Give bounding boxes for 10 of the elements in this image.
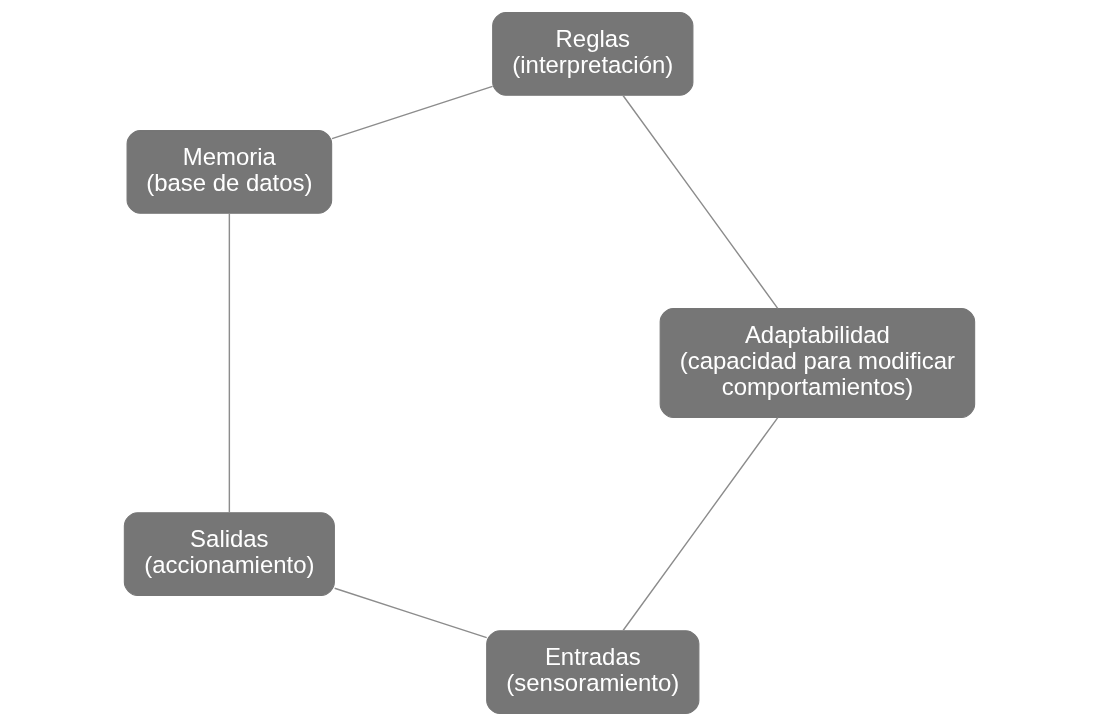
connector xyxy=(330,85,493,140)
node-box: Memoria (base de datos) xyxy=(126,130,332,214)
connector xyxy=(621,416,778,632)
connector xyxy=(621,94,778,310)
node-box: Entradas (sensoramiento) xyxy=(485,630,699,715)
node-box: Reglas (interpretación) xyxy=(491,11,693,96)
node-box: Adaptabilidad (capacidad para modificar comportamientos) xyxy=(659,308,975,418)
connector xyxy=(228,212,230,514)
connector xyxy=(333,587,487,639)
node-box: Salidas (accionamiento) xyxy=(123,512,335,596)
